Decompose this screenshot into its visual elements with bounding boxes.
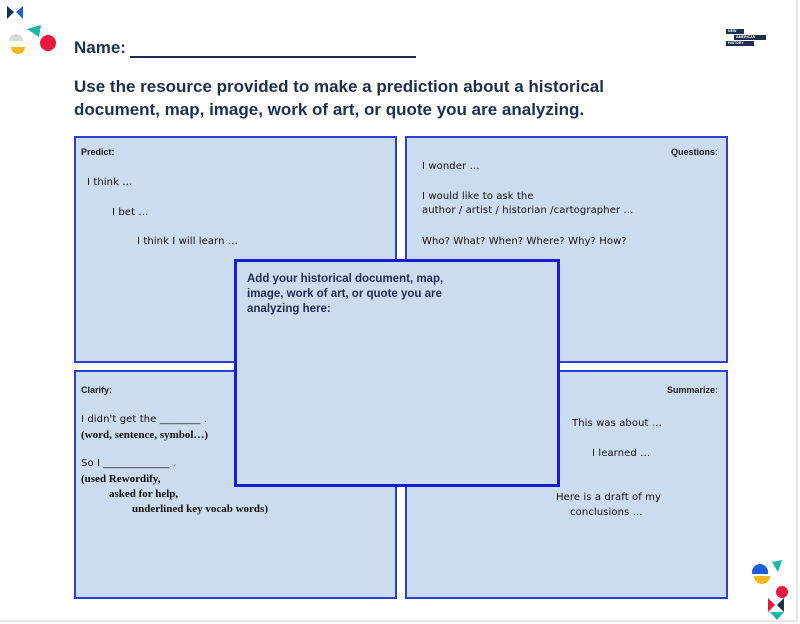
predict-line-1: I think … <box>87 177 133 188</box>
summarize-title: Summarize: <box>666 385 718 395</box>
nah-logo-mark-icon <box>7 6 56 54</box>
summarize-line-2: I learned … <box>592 448 651 459</box>
center-resource-box[interactable]: Add your historical document, map, image… <box>234 259 560 487</box>
predict-line-2: I bet … <box>112 207 149 218</box>
questions-line-1: I wonder … <box>422 161 480 172</box>
questions-line-3: author / artist / historian /cartographe… <box>422 205 634 216</box>
clarify-title: Clarify: <box>81 385 113 395</box>
summarize-line-4: conclusions … <box>570 507 643 518</box>
logo-line-history: HISTORY <box>726 41 754 46</box>
questions-line-2: I would like to ask the <box>422 191 534 202</box>
predict-line-3: I think I will learn … <box>137 236 239 247</box>
instructions-text: Use the resource provided to make a pred… <box>74 77 604 119</box>
clarify-line-4: (used Rewordify, <box>81 473 161 485</box>
predict-title: Predict: <box>81 147 115 157</box>
center-resource-prompt: Add your historical document, map, image… <box>247 273 444 315</box>
questions-title: Questions: <box>670 147 718 157</box>
logo-line-american: AMERICAN <box>734 35 766 40</box>
summarize-line-1: This was about … <box>572 418 662 429</box>
nah-wordmark-icon: NEW AMERICAN HISTORY <box>726 29 772 47</box>
name-label: Name: <box>74 38 126 57</box>
summarize-line-3: Here is a draft of my <box>556 492 661 503</box>
clarify-line-1: I didn't get the ________ . <box>81 414 208 425</box>
name-blank-line[interactable] <box>129 38 416 58</box>
decorative-shapes-icon <box>752 560 788 620</box>
clarify-line-3: So I _____________ . <box>81 458 177 469</box>
questions-line-4: Who? What? When? Where? Why? How? <box>422 236 627 247</box>
clarify-line-2: (word, sentence, symbol…) <box>81 429 209 441</box>
logo-line-new: NEW <box>726 29 744 34</box>
name-field-row: Name: <box>74 38 416 58</box>
clarify-line-6: underlined key vocab words) <box>132 503 268 515</box>
clarify-line-5: asked for help, <box>109 488 179 500</box>
